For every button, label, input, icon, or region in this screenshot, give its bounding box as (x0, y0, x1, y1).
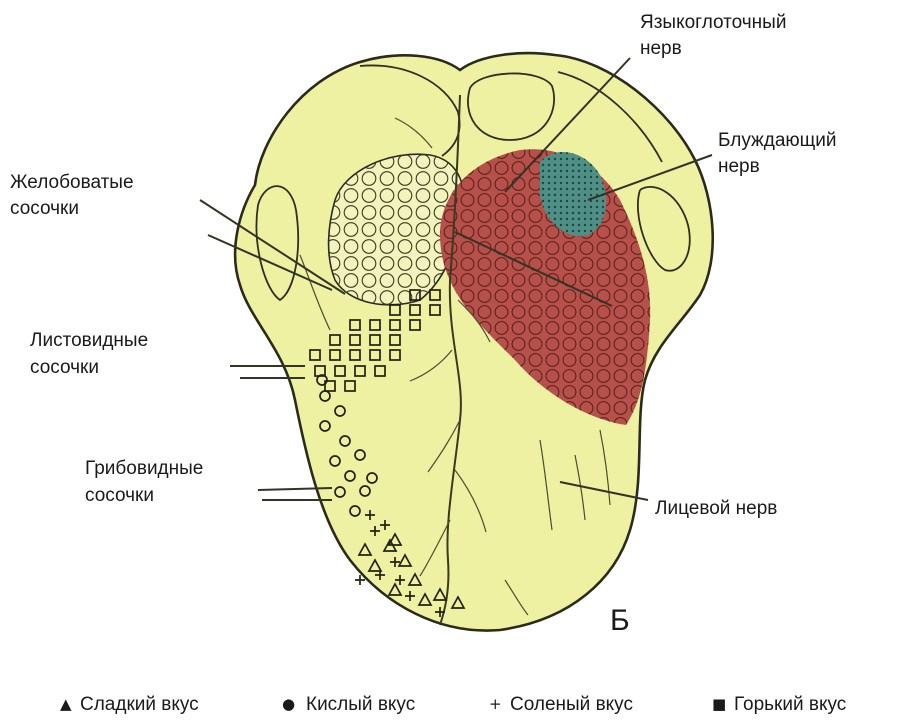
legend-symbol-bitter: ■ (712, 695, 726, 713)
label-vagus-nerve: Блуждающий нерв (718, 130, 842, 177)
legend-symbol-sweet: ▲ (60, 695, 72, 713)
label-line: сосочки (30, 357, 99, 378)
label-fungiform-papillae: Грибовидные сосочки (85, 458, 209, 506)
label-line: сосочки (85, 485, 154, 506)
legend-label-salty: Соленый вкус (510, 694, 633, 715)
label-line: Листовидные (30, 330, 148, 351)
label-line: сосочки (10, 198, 79, 219)
label-line: Блуждающий (718, 130, 837, 151)
panel-letter: Б (610, 604, 630, 637)
label-foliate-papillae: Листовидные сосочки (30, 330, 153, 378)
label-facial-nerve: Лицевой нерв (655, 498, 777, 519)
label-line: Желобоватые (10, 172, 134, 193)
label-line: Языкоглоточный (640, 12, 786, 33)
legend-label-sweet: Сладкий вкус (80, 694, 199, 715)
legend-label-bitter: Горький вкус (734, 694, 846, 715)
legend-symbol-sour: ● (282, 695, 295, 713)
legend-label-sour: Кислый вкус (306, 694, 415, 715)
label-line: нерв (640, 38, 682, 59)
label-glossopharyngeal-nerve: Языкоглоточный нерв (640, 12, 792, 59)
legend: ▲ Сладкий вкус ● Кислый вкус + Соленый в… (60, 694, 846, 715)
label-line: нерв (718, 156, 760, 177)
label-vallate-papillae: Желобоватые сосочки (10, 172, 139, 219)
label-line: Грибовидные (85, 458, 203, 479)
legend-symbol-salty: + (489, 695, 502, 713)
